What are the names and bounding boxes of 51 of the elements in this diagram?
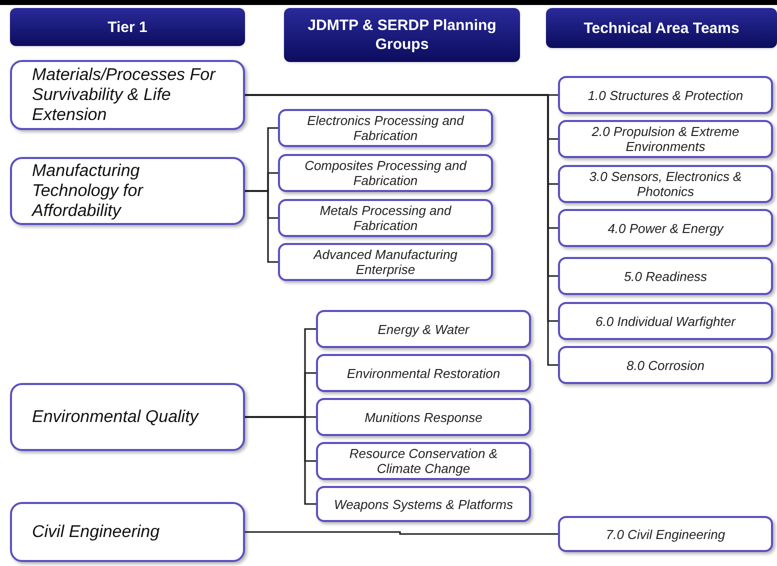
group-box <box>558 302 773 340</box>
group-box <box>316 398 531 436</box>
group-label: Munitions Response <box>364 410 484 424</box>
group-box <box>278 243 493 281</box>
group-label: Energy & Water <box>376 322 470 336</box>
header-text: Tier 1 <box>106 18 148 36</box>
group-label: Electronics Processing and Fabrication <box>306 113 466 143</box>
group-label: Resource Conservation & Climate Change <box>348 446 499 476</box>
group-label: 2.0 Propulsion & Extreme Environments <box>590 124 740 154</box>
connector-line <box>245 416 316 505</box>
tier-box <box>10 502 245 562</box>
tier-box <box>10 60 245 130</box>
group-box <box>558 165 773 203</box>
group-label: 7.0 Civil Engineering <box>604 526 726 542</box>
group-box <box>316 442 531 480</box>
tier-label: Manufacturing Technology for Affordability <box>30 161 144 221</box>
group-box <box>316 310 531 348</box>
group-label: 6.0 Individual Warfighter <box>594 314 737 328</box>
group-label: 4.0 Power & Energy <box>606 220 725 236</box>
group-label: Composites Processing and Fabrication <box>304 158 468 188</box>
header-banner <box>10 8 245 46</box>
group-box <box>558 516 773 552</box>
group-label: 1.0 Structures & Protection <box>586 88 744 102</box>
group-label: Weapons Systems & Platforms <box>333 496 514 512</box>
group-label: Metals Processing and Fabrication <box>318 203 452 233</box>
connector-line <box>245 531 558 535</box>
group-box <box>558 209 773 247</box>
header-text: Technical Area Teams <box>582 18 740 38</box>
tier-label: Environmental Quality <box>31 407 200 427</box>
header-banner <box>284 8 520 62</box>
header-text: JDMTP & SERDP Planning Groups <box>306 16 498 54</box>
header-banner <box>546 8 777 48</box>
group-box <box>278 199 493 237</box>
group-label: 5.0 Readiness <box>622 268 708 284</box>
tier-box <box>10 383 245 451</box>
group-box <box>558 120 773 158</box>
group-box <box>558 346 773 384</box>
group-box <box>278 154 493 192</box>
group-label: Environmental Restoration <box>346 366 502 380</box>
group-label: 3.0 Sensors, Electronics & Photonics <box>588 169 743 199</box>
group-box <box>316 486 531 522</box>
group-box <box>278 109 493 147</box>
tier-label: Materials/Processes For Survivability & Life Extension <box>31 65 217 125</box>
group-label: Advanced Manufacturing Enterprise <box>312 247 458 277</box>
group-label: 8.0 Corrosion <box>625 358 706 372</box>
connector-line <box>245 190 278 263</box>
group-box <box>558 76 773 114</box>
tier-label: Civil Engineering <box>31 522 161 542</box>
group-box <box>558 257 773 295</box>
group-box <box>316 354 531 392</box>
tier-box <box>10 157 245 225</box>
